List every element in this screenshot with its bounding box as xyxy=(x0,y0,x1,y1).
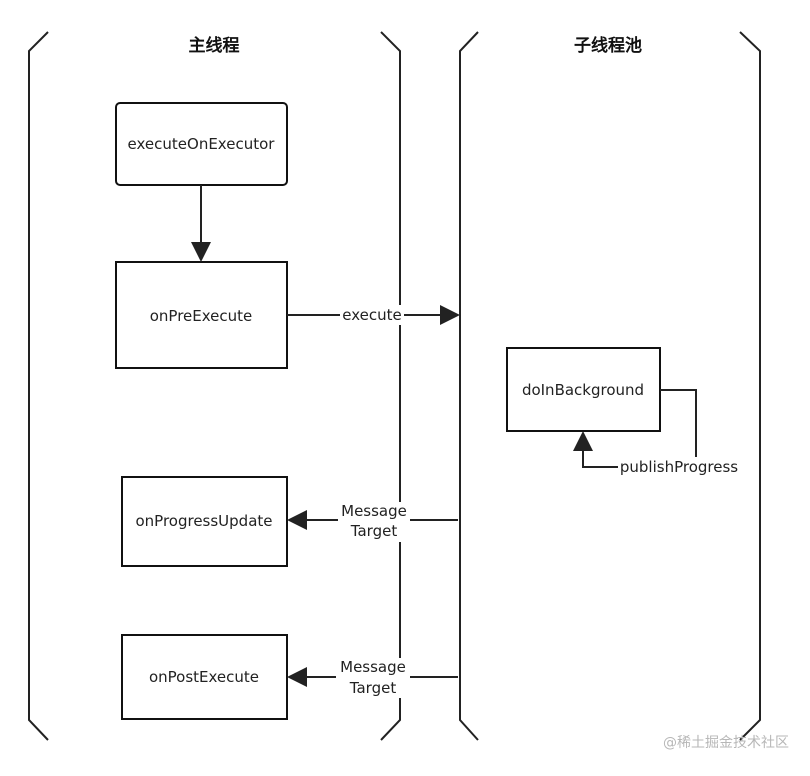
edge-post-message-label-line1: Message xyxy=(340,658,406,676)
edge-publish-progress: publishProgress xyxy=(573,389,742,477)
edge-post-message-label-line2: Target xyxy=(349,679,397,697)
pool-lane-title: 子线程池 xyxy=(574,35,642,56)
edge-execute: execute xyxy=(287,305,460,325)
thread-pool-lane: 子线程池 xyxy=(459,31,761,741)
node-on-progress-update-box xyxy=(121,476,288,567)
node-on-post-execute-label: onPostExecute xyxy=(149,668,259,686)
pool-lane-left-bracket xyxy=(459,31,479,741)
node-on-post-execute: onPostExecute xyxy=(121,634,288,720)
edge-publish-progress-label: publishProgress xyxy=(620,458,738,476)
node-do-in-background: doInBackground xyxy=(506,347,661,432)
edge-execute-label-bg xyxy=(340,305,404,325)
watermark: @稀土掘金技术社区 xyxy=(663,735,789,751)
node-on-pre-execute: onPreExecute xyxy=(115,261,288,369)
edge-post-message: Message Target xyxy=(287,658,458,698)
node-on-progress-update: onProgressUpdate xyxy=(121,476,288,567)
main-lane-right-bracket xyxy=(380,31,401,741)
main-thread-lane: 主线程 xyxy=(28,31,401,741)
edge-publish-progress-label-bg xyxy=(618,457,742,477)
edge-progress-message-label-bg xyxy=(338,502,410,542)
edge-progress-message-label-line1: Message xyxy=(341,502,407,520)
edge-progress-message-label-line2: Target xyxy=(350,522,398,540)
node-execute-on-executor-label: executeOnExecutor xyxy=(128,135,276,153)
node-on-pre-execute-label: onPreExecute xyxy=(150,307,253,325)
node-on-post-execute-box xyxy=(121,634,288,720)
node-on-progress-update-label: onProgressUpdate xyxy=(135,512,272,530)
edge-progress-message: Message Target xyxy=(287,502,458,542)
edge-execute-label: execute xyxy=(342,306,401,324)
pool-lane-right-bracket xyxy=(739,31,761,741)
node-do-in-background-label: doInBackground xyxy=(522,381,644,399)
main-lane-title: 主线程 xyxy=(189,35,240,56)
node-execute-on-executor: executeOnExecutor xyxy=(115,102,288,186)
edge-post-message-label-bg xyxy=(336,658,410,698)
main-lane-left-bracket xyxy=(28,31,49,741)
